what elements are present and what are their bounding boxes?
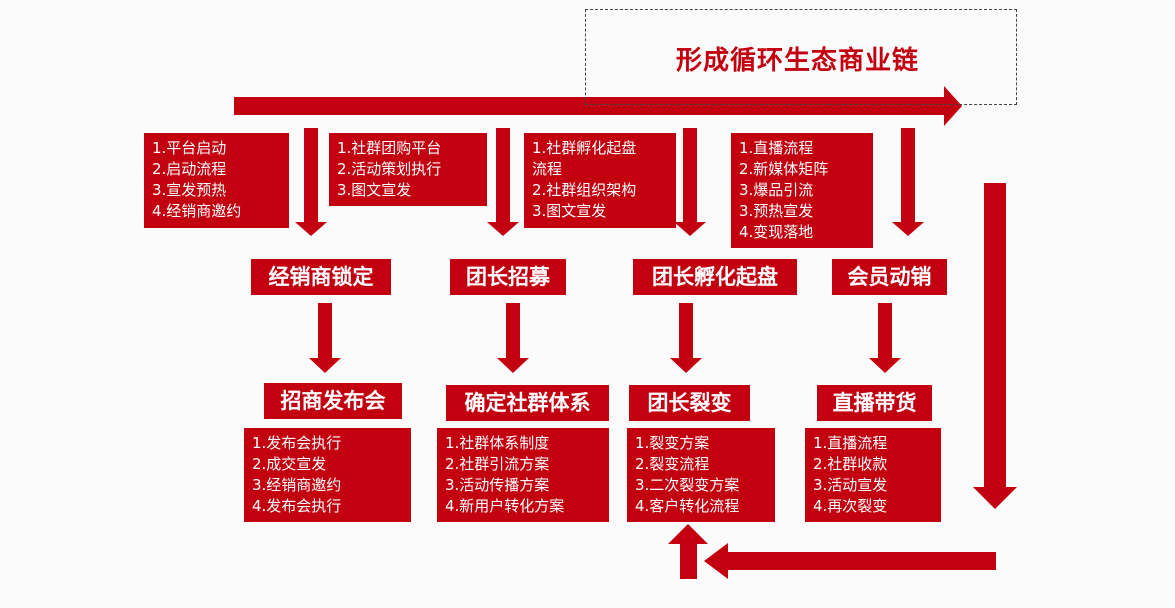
- list-item: 2.社群组织架构: [532, 181, 637, 199]
- list-item: 3.预热宣发: [739, 202, 814, 220]
- list-item: 4.发布会执行: [252, 497, 342, 515]
- stage-investment-launch: 招商发布会: [264, 383, 402, 419]
- stage-leader-recruit: 团长招募: [450, 259, 566, 295]
- arrow-up-col3: [668, 524, 708, 579]
- list-item: 1.发布会执行: [252, 434, 342, 452]
- arrow-down-col1-mid: [309, 303, 341, 373]
- list-item: 2.成交宣发: [252, 455, 327, 473]
- stage-leader-incubation: 团长孵化起盘: [633, 259, 797, 295]
- arrow-down-col4-mid: [869, 303, 901, 373]
- col2-top-list: 1.社群团购平台 2.活动策划执行 3.图文宣发: [329, 133, 487, 206]
- stage-dealer-lock: 经销商锁定: [251, 259, 391, 295]
- list-item: 3.宣发预热: [152, 181, 227, 199]
- col3-bottom-list: 1.裂变方案 2.裂变流程 3.二次裂变方案 4.客户转化流程: [627, 428, 775, 522]
- list-item: 2.启动流程: [152, 160, 227, 178]
- list-item: 2.社群收款: [813, 455, 888, 473]
- diagram-title: 形成循环生态商业链: [676, 46, 920, 76]
- list-item: 1.社群体系制度: [445, 434, 550, 452]
- list-item: 3.图文宣发: [532, 202, 607, 220]
- main-horizontal-arrow: [234, 86, 962, 126]
- col4-top-list: 1.直播流程 2.新媒体矩阵 3.爆品引流 3.预热宣发 4.变现落地: [731, 133, 873, 248]
- arrow-down-col3-top: [674, 128, 706, 236]
- stage-leader-fission: 团长裂变: [629, 385, 750, 421]
- list-item: 3.二次裂变方案: [635, 476, 740, 494]
- list-item: 4.经销商邀约: [152, 202, 242, 220]
- col4-bottom-list: 1.直播流程 2.社群收款 3.活动宣发 4.再次裂变: [805, 428, 941, 522]
- arrow-down-col1-top: [295, 128, 327, 236]
- arrow-down-col2-mid: [497, 303, 529, 373]
- col3-top-list: 1.社群孵化起盘 流程 2.社群组织架构 3.图文宣发: [524, 133, 676, 228]
- list-item: 流程: [532, 160, 563, 178]
- list-item: 1.裂变方案: [635, 434, 710, 452]
- list-item: 2.活动策划执行: [337, 160, 442, 178]
- stage-member-sales: 会员动销: [832, 259, 947, 295]
- list-item: 1.直播流程: [813, 434, 888, 452]
- list-item: 3.图文宣发: [337, 181, 412, 199]
- list-item: 4.再次裂变: [813, 497, 888, 515]
- arrow-down-col3-mid: [670, 303, 702, 373]
- list-item: 3.活动宣发: [813, 476, 888, 494]
- list-item: 3.活动传播方案: [445, 476, 550, 494]
- list-item: 3.经销商邀约: [252, 476, 342, 494]
- list-item: 2.新媒体矩阵: [739, 160, 829, 178]
- stage-community-system: 确定社群体系: [446, 385, 609, 421]
- arrow-down-col4-top: [892, 128, 924, 236]
- right-vertical-arrow: [973, 183, 1017, 509]
- col2-bottom-list: 1.社群体系制度 2.社群引流方案 3.活动传播方案 4.新用户转化方案: [437, 428, 609, 522]
- list-item: 1.社群孵化起盘: [532, 139, 637, 157]
- list-item: 4.新用户转化方案: [445, 497, 565, 515]
- list-item: 2.社群引流方案: [445, 455, 550, 473]
- stage-live-commerce: 直播带货: [817, 385, 932, 421]
- list-item: 1.直播流程: [739, 139, 814, 157]
- arrow-down-col2-top: [487, 128, 519, 236]
- list-item: 3.爆品引流: [739, 181, 814, 199]
- list-item: 4.客户转化流程: [635, 497, 740, 515]
- col1-bottom-list: 1.发布会执行 2.成交宣发 3.经销商邀约 4.发布会执行: [244, 428, 411, 522]
- title-box: 形成循环生态商业链: [585, 9, 1017, 105]
- list-item: 1.社群团购平台: [337, 139, 442, 157]
- bottom-return-arrow: [704, 543, 996, 579]
- list-item: 4.变现落地: [739, 223, 814, 241]
- list-item: 2.裂变流程: [635, 455, 710, 473]
- col1-top-list: 1.平台启动 2.启动流程 3.宣发预热 4.经销商邀约: [144, 133, 289, 228]
- list-item: 1.平台启动: [152, 139, 227, 157]
